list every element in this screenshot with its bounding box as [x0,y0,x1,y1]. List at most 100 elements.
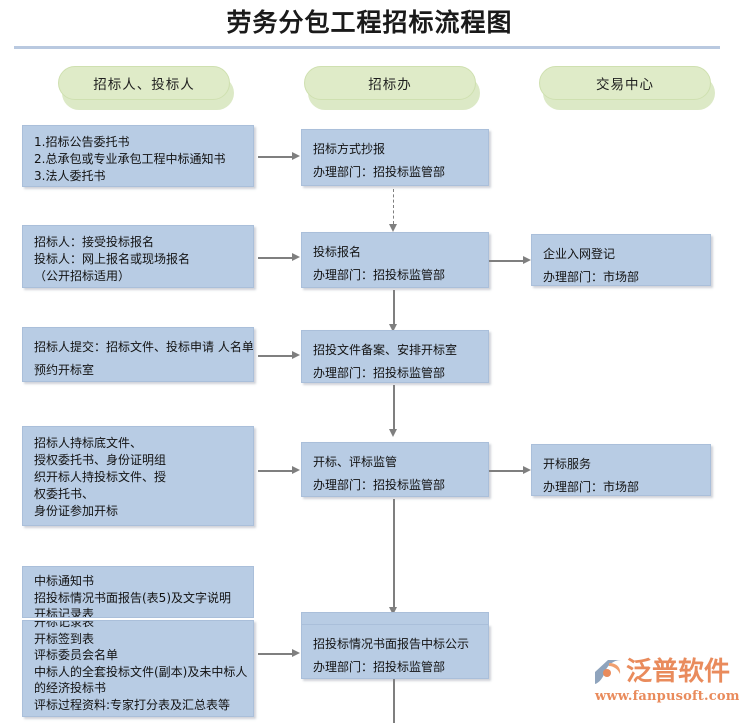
lane-header-center[interactable]: 交易中心 [539,66,715,110]
node-row4-middle[interactable]: 开标、评标监管 办理部门：招投标监管部 [301,442,489,497]
node-row2-middle[interactable]: 投标报名 办理部门：招投标监管部 [301,232,489,288]
arrow-shaft [489,260,523,262]
arrow-shaft [393,679,395,723]
node-row2-right[interactable]: 企业入网登记 办理部门：市场部 [531,234,711,286]
node-line: 投标人：网上报名或现场报名 [34,252,191,266]
node-line: 预约开标室 [34,363,95,377]
arrow-shaft [393,290,395,324]
node-line: （公开招标适用） [34,269,131,283]
arrow-head-icon [292,351,300,359]
node-line: 投标报名 [313,245,362,259]
node-line: 身份证参加开标 [34,504,119,518]
node-line: 办理部门：招投标监管部 [313,268,446,282]
lane-label: 交易中心 [596,77,654,93]
arrow-row3-left-to-middle [258,351,300,360]
arrow-row2-left-to-middle [258,253,300,262]
watermark-brand-row: 泛普软件 [593,657,730,687]
node-line: 招标人提交：招标文件、投标申请 人名单 [34,340,254,354]
arrow-row2-middle-to-right [489,256,531,265]
arrow-head-icon [523,256,531,264]
node-line: 招标人持标底文件、 [34,436,143,450]
node-line: 权委托书、 [34,487,95,501]
arrow-head-icon [292,466,300,474]
arrow-row3-to-row4 [389,385,398,437]
arrow-head-icon [389,324,397,332]
watermark: 泛普软件 www.fanpusoft.com [593,653,739,717]
node-line: 2.总承包或专业承包工程中标通知书 [34,152,226,166]
node-row5-left-front[interactable]: 中标通知书 招投标情况书面报告(表5)及文字说明 开标记录表 [22,566,254,618]
arrow-head-icon [292,152,300,160]
pill-body: 招标办 [304,66,476,100]
page-title: 劳务分包工程招标流程图 [226,8,513,37]
arrow-row1-to-row2 [389,189,398,232]
node-row5-left-back[interactable]: 开标记录表 开标签到表 评标委员会名单 中标人的全套投标文件(副本)及未中标人 … [22,620,254,717]
arrow-shaft [393,189,394,224]
node-line: 招标人：接受投标报名 [34,235,155,249]
node-line: 授权委托书、身份证明组 [34,453,167,467]
arrow-row4-to-row5 [389,499,398,615]
node-line: 3.法人委托书 [34,169,106,183]
arrow-head-icon [389,607,397,615]
node-line: 招投文件备案、安排开标室 [313,343,458,357]
arrow-shaft [258,470,292,472]
arrow-row1-left-to-middle [258,152,300,161]
arrow-shaft [393,385,395,429]
lane-header-bidder[interactable]: 招标人、投标人 [58,66,234,110]
node-line: 开标服务 [543,457,592,471]
node-line: 开标记录表 [34,620,95,629]
node-line: 评标委员会名单 [34,648,119,662]
node-line: 评标过程资料:专家打分表及汇总表等 [34,697,231,712]
arrow-head-icon [523,466,531,474]
arrow-head-icon [389,224,397,232]
arrow-row5-middle-down [389,679,398,723]
arrow-shaft [258,257,292,259]
node-line: 办理部门：招投标监管部 [313,478,446,492]
lane-label: 招标办 [368,77,412,93]
node-line: 中标通知书 [34,574,95,588]
title-divider [14,46,720,49]
node-line: 中标人的全套投标文件(副本)及未中标人 [34,664,248,679]
node-row4-right[interactable]: 开标服务 办理部门：市场部 [531,444,711,496]
arrow-shaft [258,355,292,357]
node-line: 办理部门：招投标监管部 [313,165,446,179]
arrow-row5-left-to-middle [258,649,300,658]
lane-header-office[interactable]: 招标办 [304,66,480,110]
node-row3-left[interactable]: 招标人提交：招标文件、投标申请 人名单 预约开标室 [22,327,254,382]
pill-body: 交易中心 [539,66,711,100]
lane-label: 招标人、投标人 [93,77,195,93]
node-line: 办理部门：招投标监管部 [313,660,446,674]
node-row5-middle[interactable]: 招投标情况书面报告中标公示 办理部门：招投标监管部 [301,624,489,679]
arrow-row4-left-to-middle [258,466,300,475]
node-line: 招投标情况书面报告(表5)及文字说明 [34,590,231,605]
arrow-row2-to-row3 [389,290,398,332]
fanpu-logo-icon [593,657,623,687]
node-row2-left[interactable]: 招标人：接受投标报名 投标人：网上报名或现场报名 （公开招标适用） [22,225,254,288]
node-line: 开标记录表 [34,607,95,618]
arrow-shaft [393,499,395,607]
node-line: 招投标情况书面报告中标公示 [313,637,470,651]
watermark-brand: 泛普软件 [626,657,731,687]
node-line: 开标、评标监管 [313,455,398,469]
node-line: 办理部门：市场部 [543,480,640,494]
node-row1-left[interactable]: 1.招标公告委托书 2.总承包或专业承包工程中标通知书 3.法人委托书 [22,125,254,187]
node-row4-left[interactable]: 招标人持标底文件、 授权委托书、身份证明组 织开标人持投标文件、授 权委托书、 … [22,426,254,526]
node-line: 织开标人持投标文件、授 [34,470,167,484]
node-line: 办理部门：招投标监管部 [313,366,446,380]
node-line: 招标方式抄报 [313,142,386,156]
pill-body: 招标人、投标人 [58,66,230,100]
node-line: 1.招标公告委托书 [34,135,130,149]
arrow-row4-middle-to-right [489,466,531,475]
arrow-head-icon [292,253,300,261]
arrow-head-icon [292,649,300,657]
node-row1-middle[interactable]: 招标方式抄报 办理部门：招投标监管部 [301,129,489,186]
arrow-shaft [489,470,523,472]
arrow-head-icon [389,429,397,437]
watermark-url: www.fanpusoft.com [595,689,739,704]
arrow-shaft [258,156,292,158]
node-line: 企业入网登记 [543,247,616,261]
node-row3-middle[interactable]: 招投文件备案、安排开标室 办理部门：招投标监管部 [301,330,489,383]
node-line: 的经济投标书 [34,681,107,695]
node-line: 开标签到表 [34,631,95,646]
arrow-shaft [258,653,292,655]
